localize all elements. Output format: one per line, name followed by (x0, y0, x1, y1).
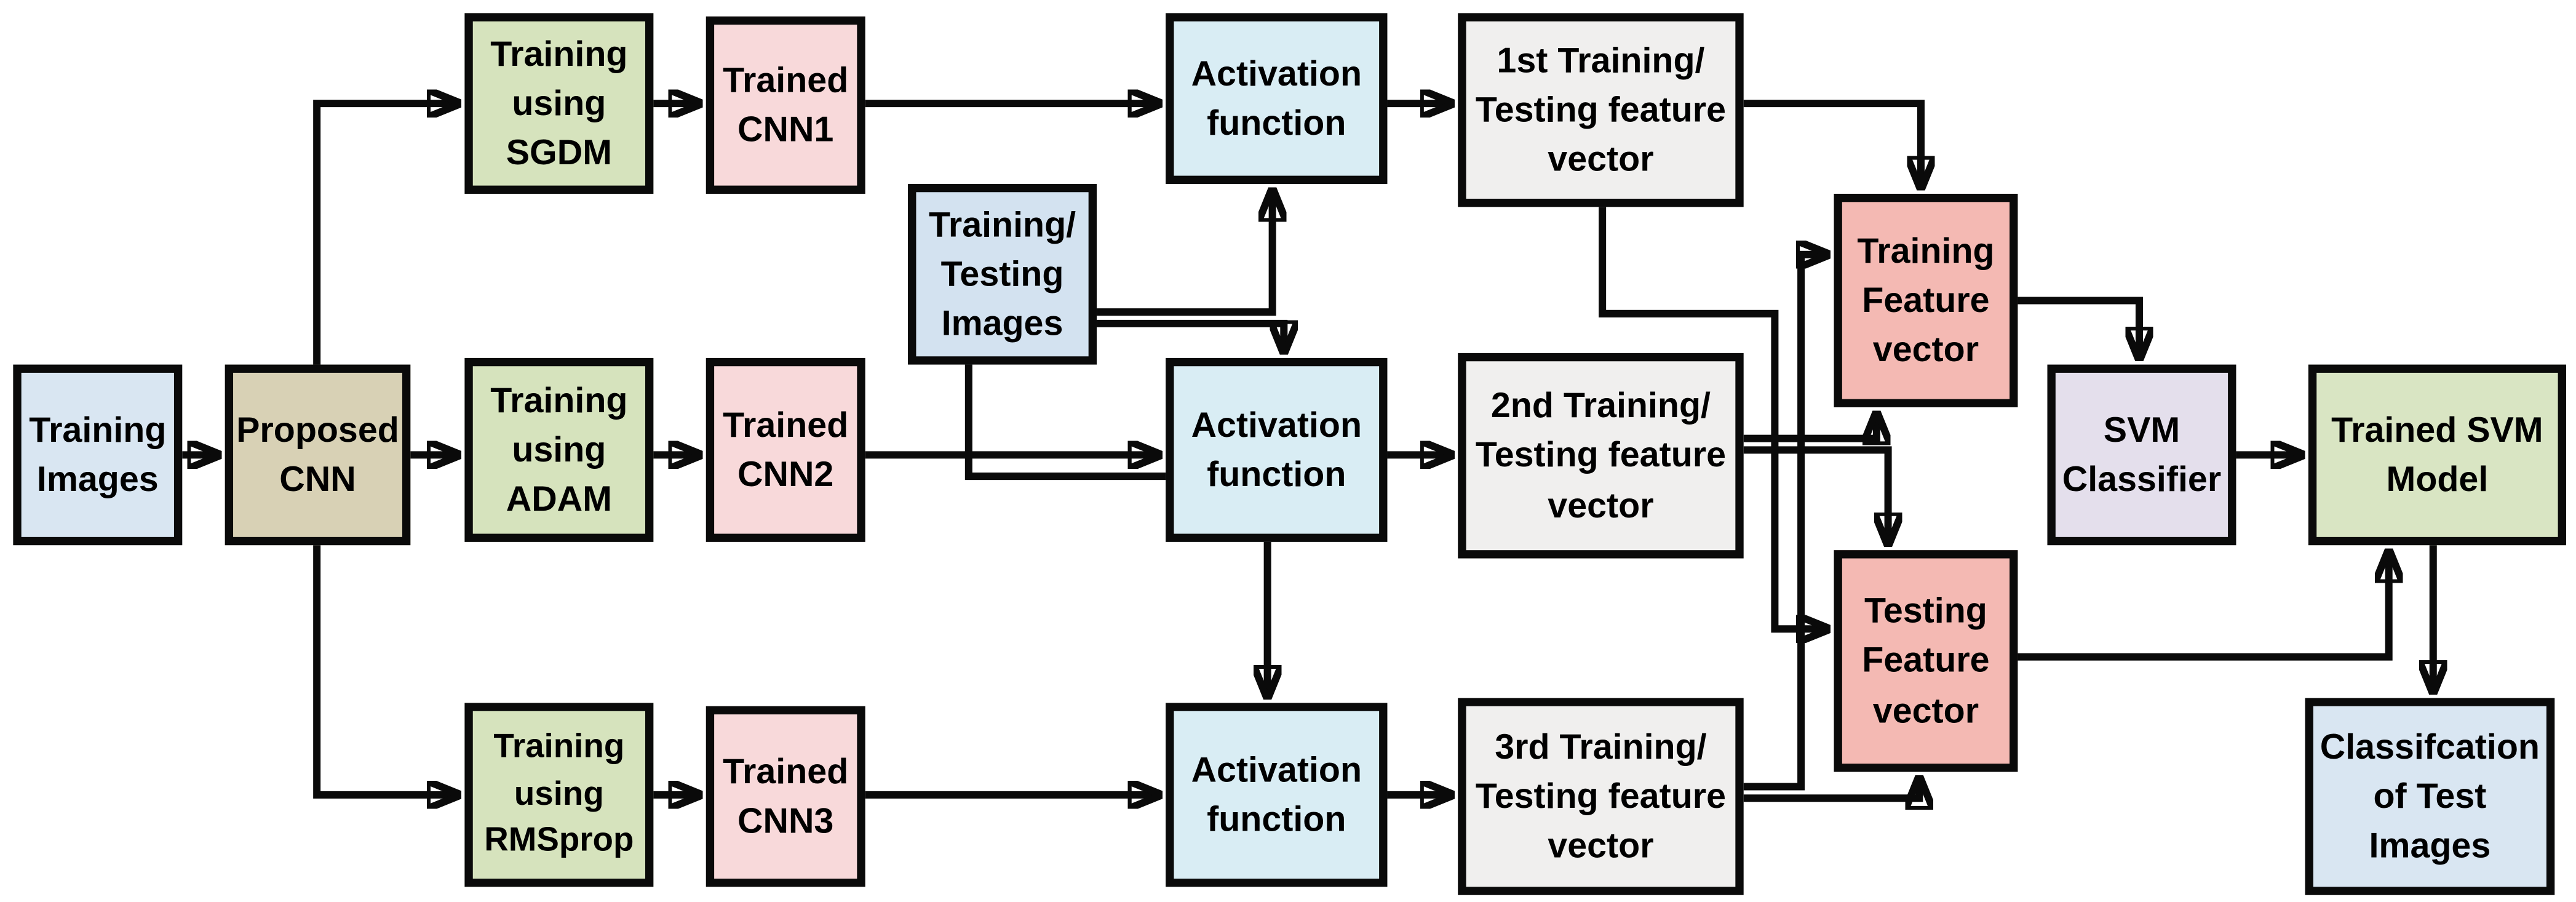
node-trained-svm-model: Trained SVM Model (2308, 364, 2566, 546)
node-training-using-sgdm: Training using SGDM (464, 13, 654, 194)
node-trained-cnn2: Trained CNN2 (706, 357, 865, 542)
node-3rd-feature-vector: 3rd Training/ Testing feature vector (1458, 698, 1744, 895)
node-classification-of-test-images: Classifcation of Test Images (2305, 698, 2555, 895)
node-trained-cnn1: Trained CNN1 (706, 16, 865, 194)
edge-proposed-cnn-to-rmsprop (313, 545, 458, 795)
node-training-images: Training Images (13, 364, 183, 546)
node-training-testing-images: Training/ Testing Images (908, 183, 1097, 365)
node-trained-cnn3: Trained CNN3 (706, 706, 865, 887)
node-training-using-rmsprop: Training using RMSprop (464, 703, 654, 887)
edge-test-fv-to-trained-svm (2017, 552, 2388, 661)
edge-tt-images-to-act2 (1097, 319, 1284, 351)
node-proposed-cnn: Proposed CNN (225, 364, 411, 546)
node-activation-function-2: Activation function (1166, 357, 1388, 542)
edge-fv2-to-test-fv (1743, 446, 1888, 543)
node-1st-feature-vector: 1st Training/ Testing feature vector (1458, 13, 1744, 207)
node-testing-feature-vector: Testing Feature vector (1834, 550, 2018, 772)
edge-tt-images-to-act1 (1097, 191, 1273, 316)
edge-fv3-to-test-fv (1743, 778, 1920, 798)
node-training-feature-vector: Training Feature vector (1834, 193, 2018, 407)
edge-fv1-to-train-fv (1743, 100, 1921, 187)
node-svm-classifier: SVM Classifier (2047, 364, 2236, 546)
edge-fv1-to-test-fv (1599, 207, 1827, 629)
edge-train-fv-to-svm-classifier (2017, 297, 2139, 357)
edge-proposed-cnn-to-sgdm (313, 103, 458, 365)
node-activation-function-3: Activation function (1166, 703, 1388, 887)
edge-tt-images-to-act3 (964, 364, 1268, 696)
node-2nd-feature-vector: 2nd Training/ Testing feature vector (1458, 353, 1744, 559)
edge-fv3-to-train-fv (1743, 255, 1827, 791)
edge-fv2-to-train-fv (1743, 414, 1877, 439)
node-training-using-adam: Training using ADAM (464, 357, 654, 542)
node-activation-function-1: Activation function (1166, 13, 1388, 184)
